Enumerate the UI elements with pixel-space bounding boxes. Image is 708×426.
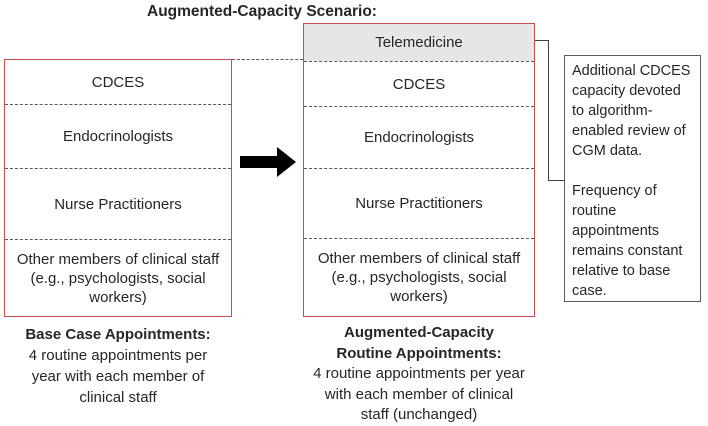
row-label: Endocrinologists — [62, 128, 174, 145]
augmented-caption-title-line1: Augmented-Capacity — [343, 324, 495, 341]
scenario-title: Augmented-Capacity Scenario: — [147, 3, 377, 20]
annotation-paragraph-cdces-capacity: Additional CDCES capacity devoted to alg… — [572, 63, 691, 159]
gap-dashed-connector — [232, 59, 303, 60]
base-case-box: CDCES Endocrinologists Nurse Practitione… — [4, 59, 232, 317]
row-label: Telemedicine — [375, 34, 463, 51]
augmented-row-endocrinologists: Endocrinologists — [304, 106, 534, 168]
base-case-caption: Base Case Appointments: 4 routine appoin… — [4, 324, 232, 408]
bracket-connector-vertical — [548, 40, 549, 181]
annotation-box: Additional CDCES capacity devoted to alg… — [564, 55, 701, 302]
bracket-connector-bottom — [548, 180, 564, 181]
base-case-caption-title: Base Case Appointments: — [25, 326, 211, 343]
augmented-row-other-staff: Other members of clinical staff (e.g., p… — [304, 238, 534, 316]
row-label: Nurse Practitioners — [54, 195, 182, 213]
augmented-caption-body: 4 routine appointments per year with eac… — [313, 365, 525, 423]
base-row-endocrinologists: Endocrinologists — [5, 104, 231, 168]
annotation-paragraph-frequency: Frequency of routine appointments remain… — [572, 183, 683, 299]
row-label: CDCES — [91, 73, 145, 91]
base-row-other-staff: Other members of clinical staff (e.g., p… — [5, 239, 231, 316]
augmented-caption: Augmented-Capacity Routine Appointments:… — [303, 323, 535, 426]
augmented-row-telemedicine: Telemedicine — [304, 24, 534, 61]
augmented-caption-title-line2: Routine Appointments: — [336, 344, 502, 362]
augmented-row-nurse-practitioners: Nurse Practitioners — [304, 168, 534, 238]
row-label: Endocrinologists — [363, 129, 475, 146]
row-label: Nurse Practitioners — [355, 195, 483, 212]
augmented-row-cdces: CDCES — [304, 61, 534, 106]
bracket-connector-top — [535, 40, 548, 41]
base-row-cdces: CDCES — [5, 60, 231, 104]
row-label: Other members of clinical staff (e.g., p… — [16, 250, 220, 306]
right-arrow-icon — [240, 146, 297, 178]
row-label: CDCES — [392, 75, 446, 93]
augmented-capacity-box: Telemedicine CDCES Endocrinologists Nurs… — [303, 23, 535, 317]
base-row-nurse-practitioners: Nurse Practitioners — [5, 168, 231, 239]
row-label: Other members of clinical staff (e.g., p… — [317, 250, 521, 305]
base-case-caption-body: 4 routine appointments per year with eac… — [28, 347, 208, 406]
